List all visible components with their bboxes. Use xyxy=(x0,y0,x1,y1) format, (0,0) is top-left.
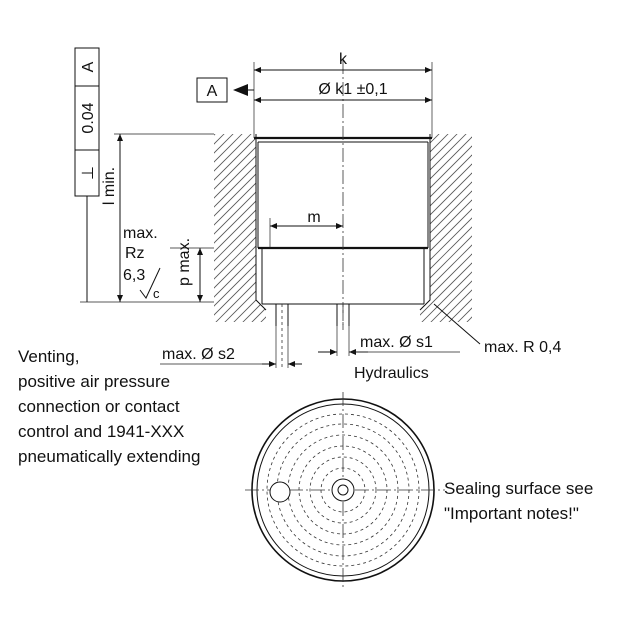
bore-outline-left xyxy=(255,134,267,311)
roughness-symbol: max. Rz 6,3 c xyxy=(123,225,161,301)
radius-label: max. R 0,4 xyxy=(484,339,561,356)
venting-port xyxy=(275,304,289,370)
sealing-surface-label: Sealing surface see "Important notes!" xyxy=(444,479,598,523)
m-dimension-label: m xyxy=(307,209,320,226)
hydraulics-label: Hydraulics xyxy=(354,365,429,382)
svg-text:max.: max. xyxy=(123,225,158,242)
hydraulic-port-hole xyxy=(331,478,355,502)
s1-dimension-label: max. Ø s1 xyxy=(360,334,433,351)
perpendicularity-frame: A 0.04 ⊥ xyxy=(74,47,100,302)
hydraulic-port xyxy=(336,304,350,326)
svg-text:c: c xyxy=(153,286,160,301)
svg-text:A: A xyxy=(207,83,218,100)
k-dimension-label: k xyxy=(339,51,348,68)
svg-text:6,3: 6,3 xyxy=(123,267,145,284)
l-min-label: l min. xyxy=(101,167,118,205)
bottom-view xyxy=(245,392,445,590)
tolerance-datum: A xyxy=(80,61,97,72)
p-max-label: p max. xyxy=(176,238,193,286)
venting-port-hole xyxy=(269,481,291,503)
bore-wall-left xyxy=(214,134,266,322)
svg-text:Rz: Rz xyxy=(125,245,145,262)
venting-label: Venting, positive air pressure connectio… xyxy=(18,347,200,466)
perpendicularity-symbol: ⊥ xyxy=(80,166,97,180)
radius-leader xyxy=(433,303,481,345)
bore-outline-right xyxy=(419,134,431,311)
s2-dimension-label: max. Ø s2 xyxy=(162,346,235,363)
k1-dimension-label: Ø k1 ±0,1 xyxy=(318,81,387,98)
datum-a-box: A xyxy=(196,77,254,103)
tolerance-value: 0.04 xyxy=(80,102,97,133)
